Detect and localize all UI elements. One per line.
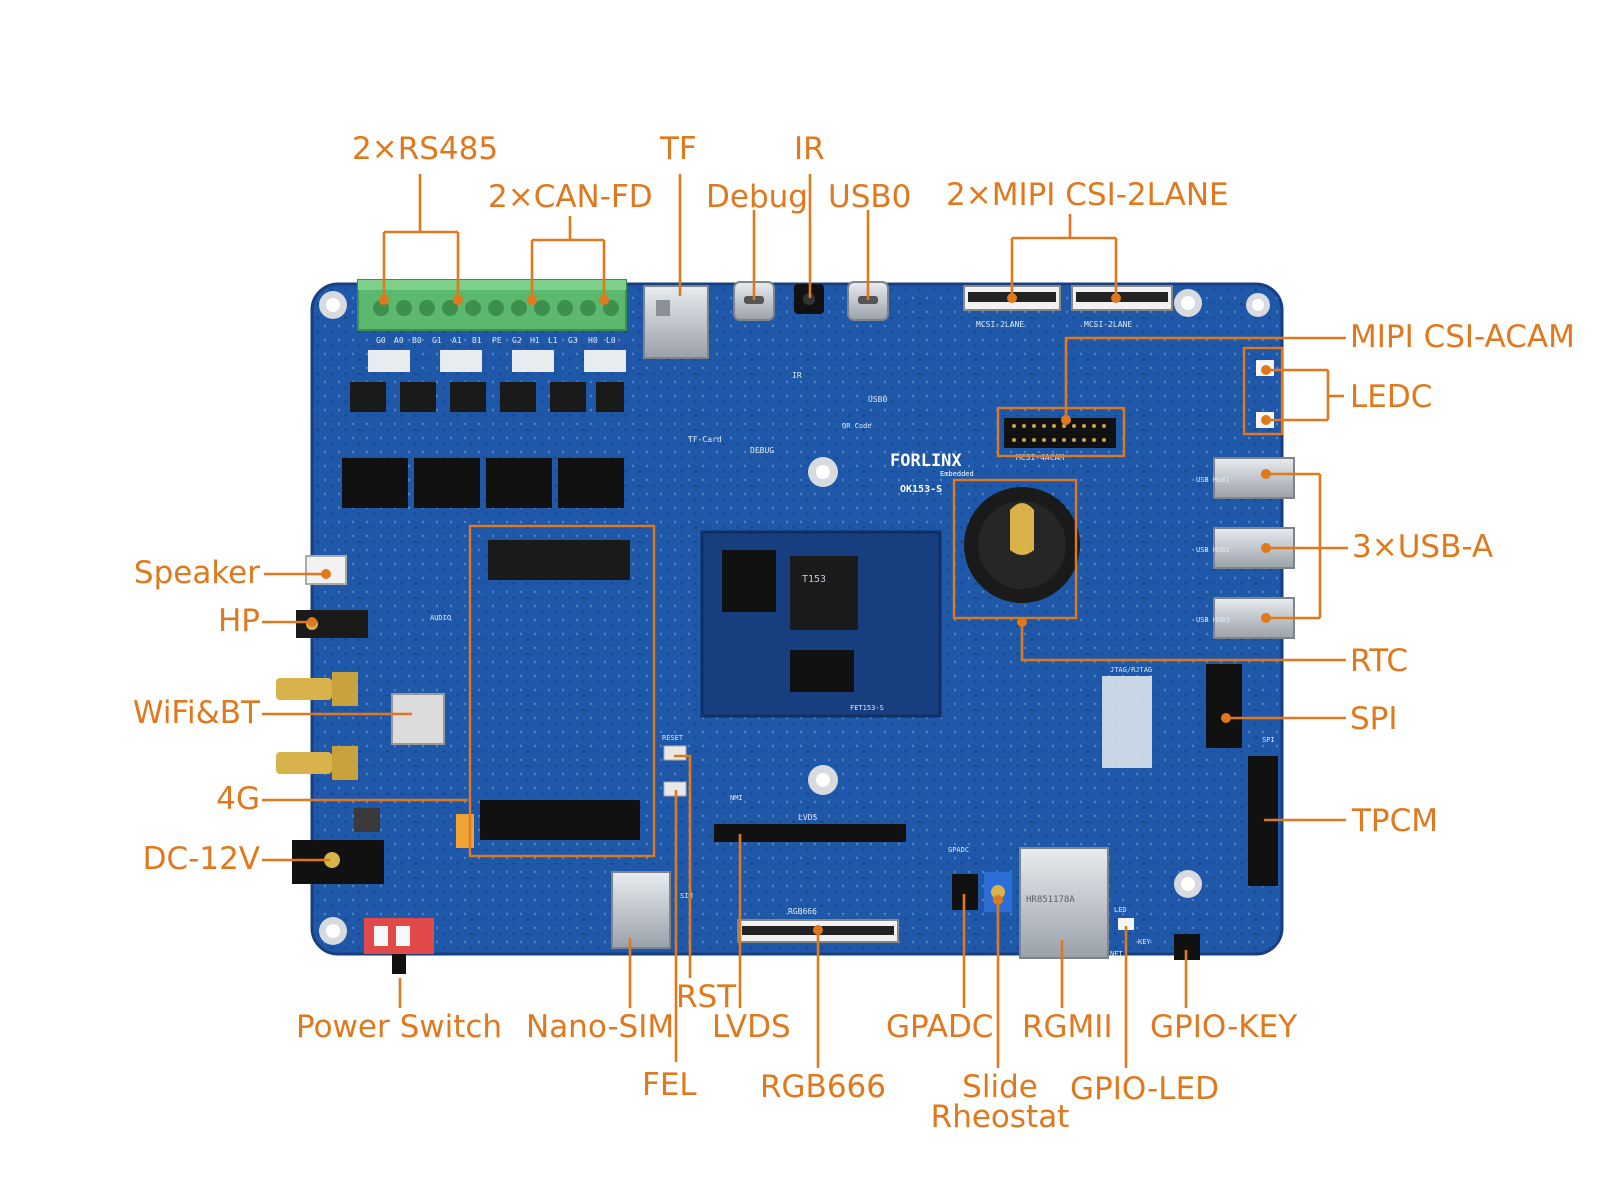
rj45-jack: HR851178A NET [1019, 847, 1123, 959]
rtc-battery [964, 487, 1080, 603]
usb-hub2-silkscreen: USB HUB2 [1196, 546, 1230, 554]
highlight-boxes [468, 346, 1284, 858]
rj45-silkscreen: HR851178A [1026, 895, 1075, 905]
jtag-silkscreen: JTAG/RJTAG [1110, 666, 1152, 674]
label-wifi-bt: WiFi&BT [132, 695, 260, 731]
led-silkscreen: LED [1114, 906, 1127, 914]
label-mipi-csi-acam: MIPI CSI-ACAM [1350, 319, 1575, 355]
label-debug: Debug [706, 179, 808, 215]
label-ledc: LEDC [1350, 379, 1433, 415]
reset-fel-buttons: RESET NMI [662, 734, 743, 802]
terminal-label: L0 [606, 336, 616, 345]
label-tpcm: TPCM [1352, 803, 1439, 839]
sim-silkscreen: SIM [680, 892, 693, 900]
core-module: T153 FET153-S [700, 530, 942, 718]
gpadc-silkscreen: GPADC [948, 846, 969, 854]
label-power-switch: Power Switch [296, 1009, 503, 1045]
board-model: OK153-S [900, 484, 942, 495]
svg-text:FORLINX: FORLINX [890, 451, 962, 471]
label-lvds: LVDS [712, 1009, 791, 1045]
label-gpadc: GPADC [886, 1009, 994, 1045]
terminal-label: L1 [548, 336, 558, 345]
lvds-header: LVDS [714, 813, 906, 842]
top-connectors: DEBUG IR USB0 QR Code [733, 281, 889, 455]
label-spi: SPI [1350, 701, 1398, 737]
label-rheostat: Rheostat [930, 1099, 1070, 1135]
dc-jack [292, 808, 384, 884]
ir-silkscreen: IR [792, 371, 802, 380]
label-4g: 4G [216, 781, 260, 817]
qr-silkscreen: QR Code [842, 422, 872, 430]
rs485-can-chips [342, 350, 626, 508]
terminal-silkscreen: G0 A0 B0 G1 A1 B1 PE G2 H1 L1 G3 H0 L0 [376, 336, 616, 345]
tf-card-silkscreen: TF-Card [688, 435, 722, 444]
terminal-label: G2 [512, 336, 522, 345]
mcsi-a-silkscreen: MCSI-2LANE [976, 320, 1024, 329]
mpcie-slot [456, 540, 640, 848]
mcsi-acam-silkscreen: MCSI-4ACAM [1016, 453, 1064, 462]
label-tf: TF [660, 131, 697, 167]
label-rtc: RTC [1350, 643, 1409, 679]
leader-lines [262, 174, 1348, 1068]
net-silkscreen: NET [1110, 950, 1123, 958]
mounting-holes [319, 289, 1270, 945]
label-gpio-led: GPIO-LED [1070, 1071, 1220, 1107]
terminal-label: H1 [530, 336, 540, 345]
terminal-label: G0 [376, 336, 386, 345]
terminal-label: PE [492, 336, 502, 345]
terminal-label: H0 [588, 336, 598, 345]
label-rs485: 2×RS485 [352, 131, 499, 167]
svg-text:Embedded: Embedded [940, 470, 974, 478]
key-silkscreen: KEY [1138, 938, 1151, 946]
audio-silkscreen: AUDIO [430, 614, 451, 622]
label-nano-sim: Nano-SIM [526, 1009, 675, 1045]
spi-silkscreen: SPI [1262, 736, 1275, 744]
label-ir: IR [794, 131, 825, 167]
terminal-label: A1 [452, 336, 462, 345]
audio-connectors: AUDIO [296, 555, 451, 638]
lvds-silkscreen: LVDS [798, 813, 817, 822]
usb0-silkscreen: USB0 [868, 395, 887, 404]
forlinx-logo: FORLINX Embedded OK153-S [890, 451, 974, 495]
debug-silkscreen: DEBUG [750, 446, 774, 455]
label-dc-12v: DC-12V [142, 841, 260, 877]
leader-dots [307, 293, 1271, 935]
terminal-label: B0 [412, 336, 422, 345]
label-slide: Slide [962, 1069, 1038, 1105]
module-silkscreen: FET153-S [850, 704, 884, 712]
terminal-label: A0 [394, 336, 404, 345]
terminal-label: B1 [472, 336, 482, 345]
label-usb-a: 3×USB-A [1352, 529, 1494, 565]
label-rgb666: RGB666 [760, 1069, 886, 1105]
spi-header: SPI JTAG/RJTAG [1102, 664, 1275, 768]
terminal-label: G3 [568, 336, 578, 345]
label-speaker: Speaker [133, 555, 260, 591]
tf-card-slot: TF-Card [643, 285, 722, 444]
wifi-bt-module [276, 672, 445, 780]
reset-silkscreen: RESET [662, 734, 684, 742]
terminal-block [357, 279, 627, 331]
label-mipi-csi-2lane: 2×MIPI CSI-2LANE [946, 177, 1229, 213]
label-rst: RST [676, 979, 737, 1015]
usb-hub1-silkscreen: USB HUB1 [1196, 476, 1230, 484]
terminal-label: G1 [432, 336, 442, 345]
nmi-silkscreen: NMI [730, 794, 743, 802]
label-fel: FEL [642, 1067, 697, 1103]
nano-sim-slot: SIM [611, 871, 693, 949]
label-gpio-key: GPIO-KEY [1150, 1009, 1298, 1045]
label-rgmii: RGMII [1022, 1009, 1113, 1045]
usb-hub3-silkscreen: USB HUB3 [1196, 616, 1230, 624]
mcsi-b-silkscreen: MCSI-2LANE [1084, 320, 1132, 329]
rgb666-silkscreen: RGB666 [788, 907, 817, 916]
label-hp: HP [217, 603, 260, 639]
module-chip-label: T153 [802, 574, 826, 585]
mipi-csi-acam-header: MCSI-4ACAM [1004, 418, 1116, 462]
label-can-fd: 2×CAN-FD [488, 179, 653, 215]
label-usb0: USB0 [828, 179, 912, 215]
power-switch-part [364, 918, 434, 974]
